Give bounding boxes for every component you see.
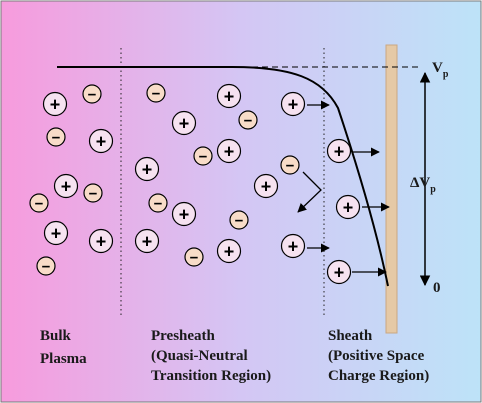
svg-text:+: + — [179, 113, 190, 133]
electron-particle: − — [148, 193, 168, 213]
electron-particle: − — [46, 127, 66, 147]
svg-text:−: − — [286, 157, 295, 174]
vp-label: Vp — [432, 60, 449, 80]
svg-text:+: + — [343, 197, 354, 217]
svg-text:−: − — [35, 195, 44, 212]
svg-text:+: + — [288, 94, 299, 114]
label-bulk-plasma: Bulk Plasma — [40, 328, 87, 367]
svg-text:+: + — [288, 236, 299, 256]
ion-particle: + — [171, 201, 197, 227]
electron-particle: − — [82, 84, 102, 104]
ion-particle: + — [42, 91, 68, 117]
flow-arrows — [297, 100, 390, 277]
ion-particle: + — [280, 233, 306, 259]
svg-text:+: + — [51, 223, 62, 243]
svg-text:−: − — [235, 212, 244, 229]
svg-text:−: − — [199, 148, 208, 165]
svg-text:−: − — [190, 249, 199, 266]
svg-text:+: + — [224, 86, 235, 106]
svg-text:−: − — [52, 129, 61, 146]
svg-text:+: + — [50, 94, 61, 114]
svg-text:−: − — [152, 85, 161, 102]
svg-text:+: + — [142, 159, 153, 179]
delta-vp-label: ΔVp — [410, 175, 436, 195]
svg-text:−: − — [154, 195, 163, 212]
ion-particle: + — [335, 194, 361, 220]
electron-particle: − — [184, 247, 204, 267]
ion-particle: + — [253, 173, 279, 199]
ion-particle: + — [88, 228, 114, 254]
svg-text:+: + — [142, 231, 153, 251]
wall — [385, 44, 398, 334]
svg-text:+: + — [334, 262, 345, 282]
svg-text:+: + — [334, 141, 345, 161]
svg-text:−: − — [244, 112, 253, 129]
electron-particle: − — [146, 83, 166, 103]
potential-curve — [57, 66, 389, 287]
ion-particle: + — [43, 220, 69, 246]
ion-particle: + — [216, 83, 242, 109]
electron-particle: − — [229, 210, 249, 230]
ion-particle: + — [280, 91, 306, 117]
ion-particle: + — [171, 110, 197, 136]
particles: ++++++++++++++++++−−−−−−−−−−−− — [29, 83, 361, 285]
ion-particle: + — [53, 173, 79, 199]
label-presheath: Presheath (Quasi-Neutral Transition Regi… — [151, 328, 271, 384]
ion-particle: + — [134, 228, 160, 254]
electron-particle: − — [36, 256, 56, 276]
svg-text:−: − — [89, 185, 98, 202]
svg-text:+: + — [261, 176, 272, 196]
electron-reflection-arrow — [297, 171, 322, 213]
ion-particle: + — [88, 128, 114, 154]
electron-particle: − — [193, 146, 213, 166]
electron-particle: − — [280, 155, 300, 175]
ion-particle: + — [216, 238, 242, 264]
electron-particle: − — [238, 110, 258, 130]
svg-text:−: − — [88, 86, 97, 103]
svg-text:+: + — [96, 131, 107, 151]
zero-label: 0 — [433, 280, 441, 296]
svg-text:+: + — [179, 204, 190, 224]
svg-text:+: + — [96, 231, 107, 251]
electron-particle: − — [83, 183, 103, 203]
ion-particle: + — [326, 259, 352, 285]
ion-particle: + — [326, 138, 352, 164]
svg-text:+: + — [61, 176, 72, 196]
ion-particle: + — [216, 138, 242, 164]
svg-text:+: + — [224, 141, 235, 161]
electron-particle: − — [29, 193, 49, 213]
label-sheath: Sheath (Positive Space Charge Region) — [328, 328, 429, 384]
ion-particle: + — [134, 156, 160, 182]
svg-text:−: − — [42, 258, 51, 275]
svg-text:+: + — [224, 241, 235, 261]
